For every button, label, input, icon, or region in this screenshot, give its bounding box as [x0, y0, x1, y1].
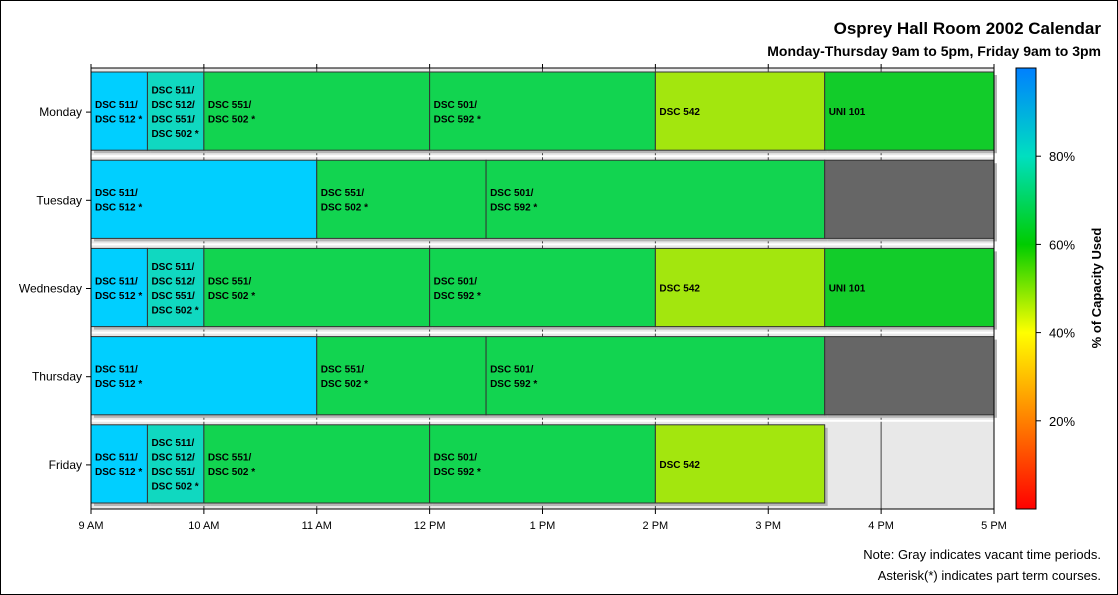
bar-label: DSC 502 *	[208, 291, 255, 302]
y-tick-label: Wednesday	[19, 282, 82, 296]
bar-label: DSC 551/	[208, 453, 252, 464]
bar-label: DSC 501/	[490, 364, 534, 375]
bar-label: DSC 502 *	[321, 379, 368, 390]
x-tick-label: 9 AM	[78, 520, 103, 532]
x-tick-label: 1 PM	[530, 520, 556, 532]
bar-label: DSC 512 *	[95, 379, 142, 390]
bar-label: DSC 512/	[151, 453, 195, 464]
note-asterisk: Asterisk(*) indicates part term courses.	[878, 568, 1101, 583]
bar-friday-2	[203, 424, 431, 504]
bar-label: DSC 551/	[151, 291, 195, 302]
bar-label: DSC 512/	[151, 276, 195, 287]
bar-label: DSC 551/	[208, 276, 252, 287]
bar-thursday-2	[485, 336, 826, 416]
bar-thursday-3	[824, 336, 995, 416]
bar-label: DSC 502 *	[208, 467, 255, 478]
bar-label: DSC 511/	[151, 85, 194, 96]
chart-subtitle: Monday-Thursday 9am to 5pm, Friday 9am t…	[767, 43, 1101, 59]
bar-label: DSC 502 *	[321, 203, 368, 214]
bar-label: DSC 512 *	[95, 291, 142, 302]
bar-label: DSC 551/	[208, 100, 252, 111]
bar-tuesday-0	[90, 159, 318, 239]
bar-label: DSC 511/	[95, 188, 138, 199]
y-tick-label: Thursday	[32, 370, 82, 384]
bar-thursday-0	[90, 336, 318, 416]
colorbar-tick-label: 80%	[1049, 149, 1075, 164]
bar-label: DSC 501/	[434, 100, 478, 111]
bar-label: DSC 511/	[95, 364, 138, 375]
bar-label: DSC 542	[659, 460, 700, 471]
bar-label: DSC 592 *	[434, 114, 481, 125]
bar-label: DSC 502 *	[151, 129, 198, 140]
bar-label: DSC 512/	[151, 100, 195, 111]
bar-label: DSC 511/	[95, 100, 138, 111]
bar-label: DSC 592 *	[490, 203, 537, 214]
bar-monday-0	[90, 71, 148, 151]
bar-label: DSC 511/	[95, 276, 138, 287]
bar-thursday-1	[316, 336, 487, 416]
x-tick-label: 4 PM	[868, 520, 894, 532]
bar-friday-4	[654, 424, 826, 504]
colorbar: 20% 40% 60% 80% % of Capacity Used	[1015, 67, 1104, 510]
colorbar-title: % of Capacity Used	[1089, 228, 1104, 349]
bar-label: DSC 551/	[151, 114, 195, 125]
bar-label: DSC 511/	[95, 453, 138, 464]
colorbar-tick-label: 60%	[1049, 237, 1075, 252]
bar-wednesday-2	[203, 247, 431, 328]
bar-label: DSC 502 *	[151, 305, 198, 316]
chart-title: Osprey Hall Room 2002 Calendar	[834, 19, 1102, 38]
colorbar-tick-label: 40%	[1049, 326, 1075, 341]
bar-label: UNI 101	[829, 107, 866, 118]
bar-label: DSC 502 *	[151, 482, 198, 493]
bar-label: DSC 542	[659, 107, 700, 118]
x-tick-label: 10 AM	[188, 520, 219, 532]
bar-label: DSC 501/	[490, 188, 534, 199]
bar-label: DSC 542	[659, 284, 700, 295]
bar-label: DSC 501/	[434, 453, 478, 464]
y-tick-label: Friday	[49, 458, 82, 472]
bar-friday-0	[90, 424, 148, 504]
plot-area: DSC 511/DSC 512 * DSC 511/DSC 512/DSC 551…	[19, 64, 1007, 532]
bar-friday-1	[146, 424, 205, 504]
bar-wednesday-1	[146, 247, 205, 328]
bar-friday-3	[429, 424, 656, 504]
bar-label: DSC 511/	[151, 438, 194, 449]
note-vacant: Note: Gray indicates vacant time periods…	[863, 547, 1101, 562]
x-tick-label: 2 PM	[643, 520, 669, 532]
bar-label: DSC 592 *	[434, 291, 481, 302]
bar-wednesday-5	[824, 247, 995, 328]
bar-wednesday-3	[429, 247, 656, 328]
x-tick-label: 3 PM	[755, 520, 781, 532]
bar-monday-5	[824, 71, 995, 151]
bar-label: DSC 592 *	[434, 467, 481, 478]
bar-monday-1	[146, 71, 205, 151]
bar-tuesday-2	[485, 159, 826, 239]
colorbar-gradient	[1015, 67, 1037, 510]
bar-wednesday-4	[654, 247, 826, 328]
x-tick-label: 5 PM	[981, 520, 1007, 532]
x-tick-label: 11 AM	[302, 520, 332, 532]
x-tick-label: 12 PM	[414, 520, 446, 532]
bar-tuesday-1	[316, 159, 487, 239]
y-tick-label: Tuesday	[36, 193, 82, 207]
colorbar-tick-label: 20%	[1049, 414, 1075, 429]
bar-label: UNI 101	[829, 284, 866, 295]
bar-label: DSC 512 *	[95, 203, 142, 214]
bar-label: DSC 512 *	[95, 114, 142, 125]
bar-tuesday-3	[824, 159, 995, 239]
bar-monday-3	[429, 71, 656, 151]
bar-label: DSC 511/	[151, 262, 194, 273]
bar-label: DSC 592 *	[490, 379, 537, 390]
bar-label: DSC 512 *	[95, 467, 142, 478]
bar-label: DSC 551/	[321, 188, 365, 199]
bar-label: DSC 551/	[151, 467, 195, 478]
y-tick-label: Monday	[39, 105, 82, 119]
bar-wednesday-0	[90, 247, 148, 328]
bar-label: DSC 501/	[434, 276, 478, 287]
bar-label: DSC 502 *	[208, 114, 255, 125]
bar-label: DSC 551/	[321, 364, 365, 375]
bar-monday-2	[203, 71, 431, 151]
